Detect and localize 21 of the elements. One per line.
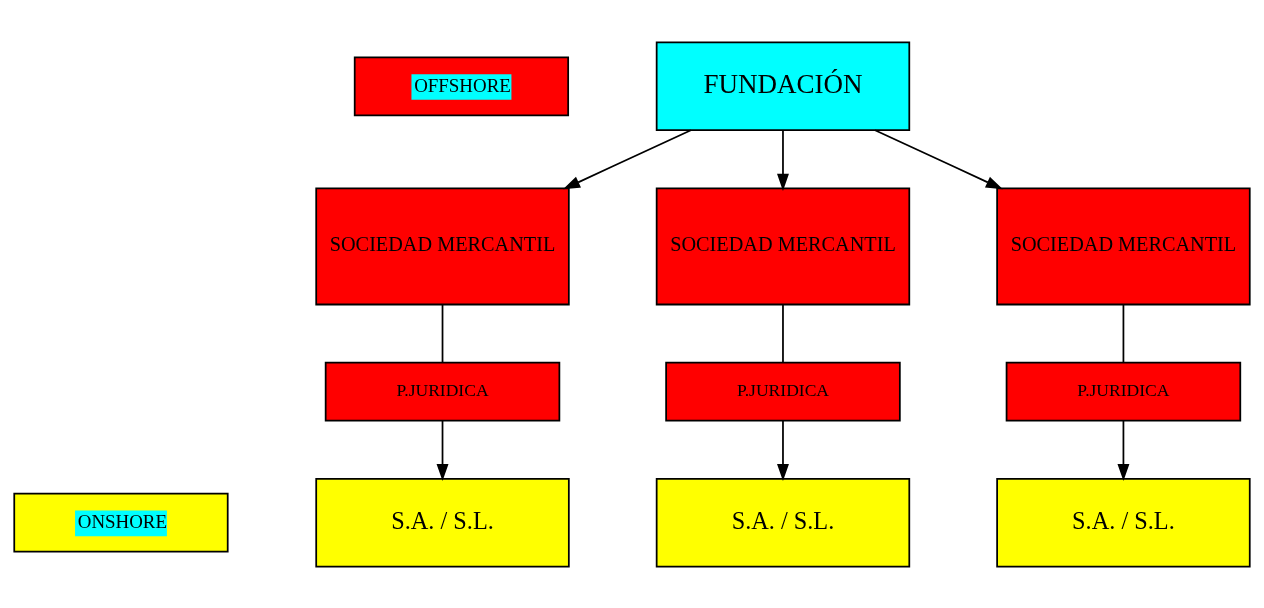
arrow — [777, 128, 789, 191]
arrow — [1117, 419, 1130, 481]
node-box: P.JURIDICA — [1005, 361, 1242, 422]
node-box: S.A. / S.L. — [315, 477, 570, 567]
node-box: P.JURIDICA — [324, 361, 561, 422]
connector — [441, 303, 444, 363]
node-box: SOCIEDAD MERCANTIL — [655, 186, 911, 305]
node-box: ONSHORE — [13, 492, 229, 553]
node-box: P.JURIDICA — [665, 361, 901, 422]
node-box: OFFSHORE — [353, 55, 570, 116]
connector — [1122, 303, 1125, 363]
node-box: S.A. / S.L. — [996, 477, 1251, 567]
arrow — [436, 419, 449, 481]
node-box: SOCIEDAD MERCANTIL — [315, 186, 570, 305]
arrow — [563, 128, 692, 189]
node-box: SOCIEDAD MERCANTIL — [996, 186, 1251, 305]
connector — [782, 303, 784, 363]
arrow — [874, 128, 1003, 189]
node-box: FUNDACIÓN — [655, 41, 911, 131]
arrow — [777, 419, 789, 481]
node-box: S.A. / S.L. — [655, 477, 911, 567]
